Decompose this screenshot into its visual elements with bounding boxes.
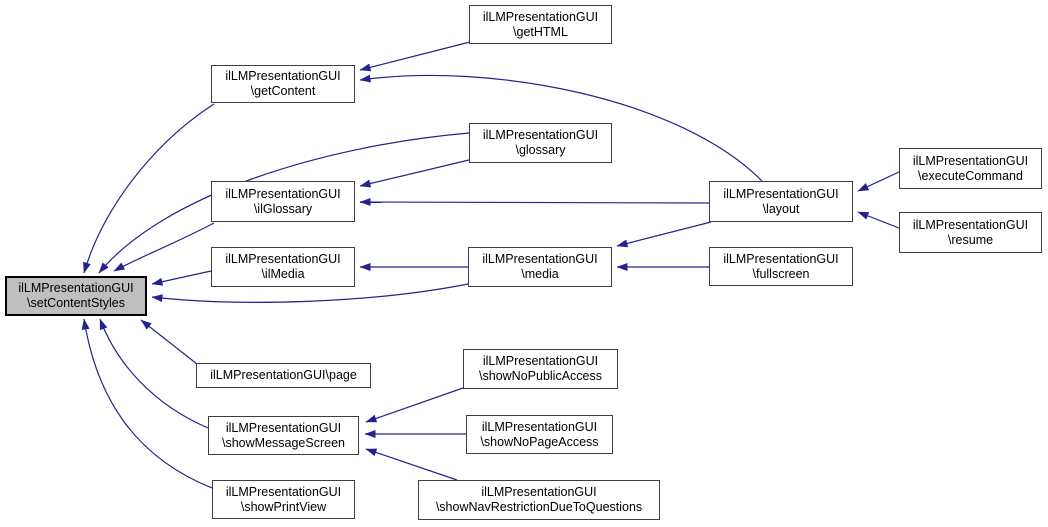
edge-showPrintView-setContentStyles (81, 318, 213, 489)
node-ilMedia[interactable]: ilLMPresentationGUI\ilMedia (211, 247, 355, 287)
node-media[interactable]: ilLMPresentationGUI\media (468, 247, 612, 287)
node-label: \executeCommand (918, 168, 1023, 183)
edge-page-setContentStyles (140, 319, 198, 365)
node-getHTML[interactable]: ilLMPresentationGUI\getHTML (469, 5, 612, 44)
node-label: ilLMPresentationGUI (482, 128, 599, 142)
node-showNoPublicAccess[interactable]: ilLMPresentationGUI\showNoPublicAccess (463, 349, 618, 389)
edge-layout-getContent (359, 74, 763, 182)
node-label: ilLMPresentationGUI (723, 186, 839, 201)
node-label: \setContentStyles (27, 296, 125, 310)
node-label: \showNavRestrictionDueToQuestions (435, 500, 643, 514)
node-label: \fullscreen (752, 266, 810, 281)
node-label: ilLMPresentationGUI (482, 9, 599, 24)
node-setContentStyles[interactable]: ilLMPresentationGUI\setContentStyles (5, 276, 147, 316)
node-label: \layout (762, 201, 800, 216)
node-label: \showMessageScreen (222, 435, 345, 450)
node-label: ilLMPresentationGUI (912, 153, 1029, 168)
edge-glossary-setContentStyles (98, 132, 470, 274)
node-showMessageScreen[interactable]: ilLMPresentationGUI\showMessageScreen (208, 416, 359, 455)
node-label: \resume (947, 232, 994, 247)
node-label: \media (521, 267, 559, 281)
edge-layout-media (616, 221, 712, 248)
node-showNoPageAccess[interactable]: ilLMPresentationGUI\showNoPageAccess (466, 415, 613, 454)
node-label: \glossary (515, 143, 566, 157)
node-getContent[interactable]: ilLMPresentationGUI\getContent (211, 65, 355, 103)
node-label: \getHTML (513, 24, 568, 39)
node-glossary[interactable]: ilLMPresentationGUI\glossary (469, 123, 612, 163)
edge-showMessageScreen-setContentStyles (99, 318, 209, 429)
edge-media-setContentStyles (151, 283, 469, 303)
node-page[interactable]: ilLMPresentationGUI\page (196, 363, 371, 388)
node-label: \showNoPageAccess (480, 434, 599, 449)
node-showNavRestrictionDueToQuestions[interactable]: ilLMPresentationGUI\showNavRestrictionDu… (418, 480, 660, 520)
node-label: ilLMPresentationGUI (723, 251, 839, 266)
node-layout[interactable]: ilLMPresentationGUI\layout (709, 181, 853, 222)
edge-glossary-ilGlossary (359, 159, 470, 188)
node-executeCommand[interactable]: ilLMPresentationGUI\executeCommand (899, 148, 1042, 189)
edge-layout-ilGlossary (359, 198, 710, 207)
node-label: ilLMPresentationGUI (482, 252, 598, 266)
node-label: ilLMPresentationGUI (481, 485, 597, 499)
node-label: \ilMedia (261, 267, 305, 281)
node-label: ilLMPresentationGUI (912, 217, 1029, 232)
node-label: ilLMPresentationGUI (18, 281, 134, 295)
node-label: \ilGlossary (253, 201, 313, 216)
node-label: \getContent (250, 84, 316, 98)
node-showPrintView[interactable]: ilLMPresentationGUI\showPrintView (212, 480, 355, 519)
node-ilGlossary[interactable]: ilLMPresentationGUI\ilGlossary (211, 181, 355, 222)
node-label: \showNoPublicAccess (479, 369, 602, 383)
edge-ilGlossary-setContentStyles (113, 222, 215, 272)
node-fullscreen[interactable]: ilLMPresentationGUI\fullscreen (709, 247, 853, 286)
edge-getContent-setContentStyles (83, 103, 215, 274)
edge-showNavRestrictionDueToQuestions-showMessageScreen (365, 448, 458, 481)
node-resume[interactable]: ilLMPresentationGUI\resume (899, 212, 1042, 253)
edge-ilMedia-setContentStyles (151, 270, 212, 286)
node-label: ilLMPresentationGUI (481, 419, 598, 434)
node-label: ilLMPresentationGUI (225, 252, 341, 266)
edge-showNoPublicAccess-showMessageScreen (365, 387, 464, 423)
edge-resume-layout (857, 211, 900, 229)
node-label: ilLMPresentationGUI (225, 186, 341, 201)
edge-executeCommand-layout (857, 171, 900, 192)
node-label: \showPrintView (240, 499, 327, 514)
node-label: ilLMPresentationGUI (225, 484, 342, 499)
node-label: ilLMPresentationGUI (225, 69, 341, 83)
node-label: ilLMPresentationGUI (482, 354, 599, 368)
node-label: ilLMPresentationGUI\page (210, 368, 357, 382)
edge-getHTML-getContent (359, 41, 471, 72)
node-label: ilLMPresentationGUI (225, 420, 342, 435)
